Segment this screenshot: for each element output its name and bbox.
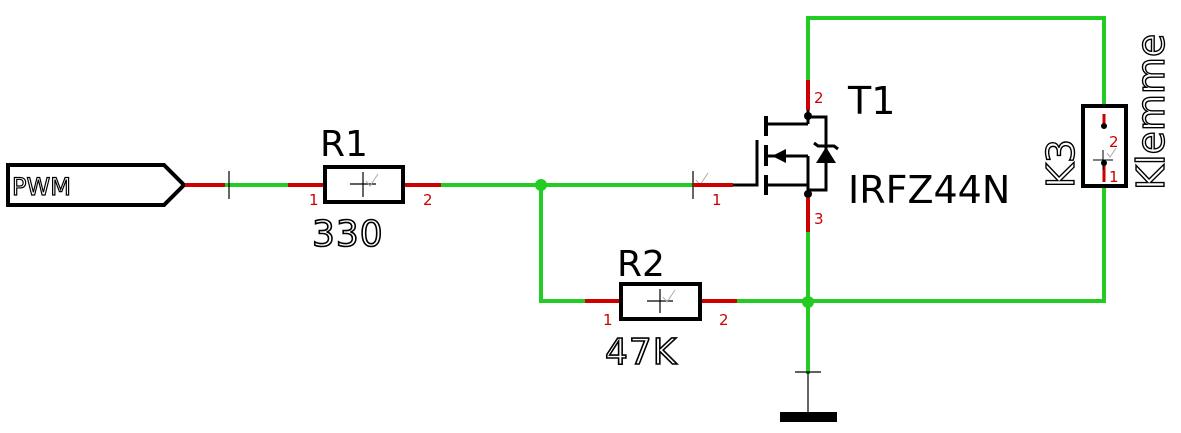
resistor-r1[interactable]: R1 330 1 2 [288, 124, 441, 256]
k3-name: K3 [1039, 139, 1083, 188]
k3-pin1-dot [1101, 160, 1107, 166]
k3-value: Klemme [1129, 34, 1173, 190]
t1-drain-dot [804, 112, 812, 120]
resistor-r2[interactable]: R2 47K 1 2 [585, 244, 737, 374]
r1-name: R1 [320, 124, 368, 165]
r2-value: 47K [605, 332, 678, 373]
r2-pin2-number: 2 [719, 311, 729, 329]
r1-pin2-number: 2 [423, 191, 433, 209]
t1-name: T1 [847, 79, 895, 123]
junction-source-net [802, 296, 814, 308]
r1-pin1-number: 1 [309, 191, 319, 209]
k3-pin2-number: 2 [1109, 133, 1119, 151]
junction-gate-net [535, 179, 547, 191]
k3-pin2-dot [1101, 123, 1107, 129]
mosfet-t1[interactable]: T1 IRFZ44N 1 2 3 [692, 79, 1010, 232]
netlabel-text: PWM [12, 173, 71, 201]
pwm-netlabel[interactable]: PWM [6, 163, 187, 207]
r1-value: 330 [312, 214, 384, 255]
ground-symbol[interactable] [780, 371, 837, 422]
r1-check-mark [365, 173, 379, 187]
t1-gate-lead [733, 140, 759, 187]
netlabel-arrow-shape [6, 163, 187, 207]
t1-part: IRFZ44N [848, 168, 1010, 212]
k3-check-mark [1106, 147, 1117, 158]
t1-diode-bar [813, 141, 839, 151]
t1-source-dot [804, 190, 812, 198]
t1-diode-triangle [816, 147, 836, 163]
terminal-k3[interactable]: 2 1 K3 Klemme [1038, 33, 1173, 191]
ground-bar [780, 412, 837, 422]
t1-drain-pin-number: 2 [814, 89, 824, 107]
wires [223, 16, 1106, 374]
r2-check-mark [662, 289, 676, 303]
r1-body [323, 165, 405, 204]
t1-source-pin-number: 3 [814, 210, 824, 228]
k3-pin1-number: 1 [1109, 168, 1119, 186]
r2-pin1-number: 1 [603, 311, 613, 329]
t1-gate-pin-number: 1 [712, 191, 722, 209]
r2-name: R2 [617, 244, 665, 285]
t1-body-arrow [772, 149, 786, 163]
